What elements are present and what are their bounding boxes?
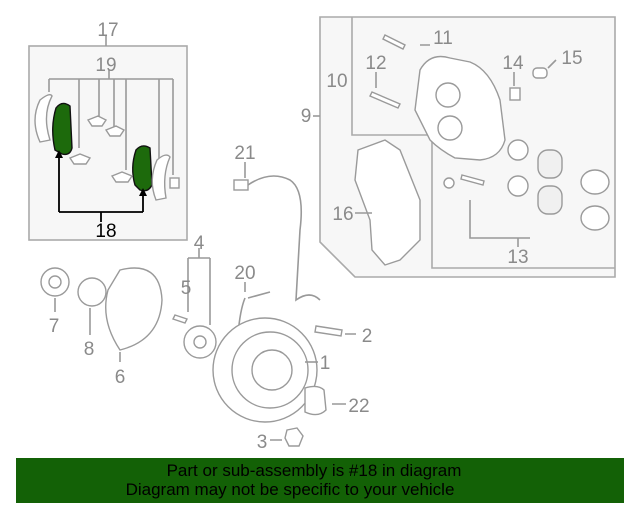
callout-8[interactable]: 8 <box>84 339 95 360</box>
clip-right <box>169 177 180 189</box>
nut-3 <box>284 427 304 447</box>
seal <box>507 139 529 161</box>
callout-4[interactable]: 4 <box>194 233 205 254</box>
snap-ring <box>77 277 107 307</box>
callout-1[interactable]: 1 <box>320 353 331 374</box>
bolt-5 <box>172 314 188 324</box>
callout-5[interactable]: 5 <box>181 278 192 299</box>
leader-18 <box>58 155 144 222</box>
bolt-12 <box>369 91 401 109</box>
caliper-body <box>414 55 506 161</box>
bleeder-14 <box>509 87 521 101</box>
callout-3[interactable]: 3 <box>257 432 268 453</box>
leader-19 <box>48 70 174 175</box>
banner-line-1: Part or sub-assembly is #18 in diagram <box>166 461 462 480</box>
banner-line-2: Diagram may not be specific to your vehi… <box>125 480 455 499</box>
callout-21[interactable]: 21 <box>234 143 255 164</box>
shim-left <box>34 93 53 143</box>
callout-11[interactable]: 11 <box>433 28 453 49</box>
brake-pad-inner[interactable] <box>52 102 73 156</box>
callout-9[interactable]: 9 <box>301 106 312 127</box>
bolt-2 <box>314 325 343 337</box>
callout-17[interactable]: 17 <box>97 20 118 41</box>
callout-2[interactable]: 2 <box>362 326 373 347</box>
pad-clips <box>68 115 134 183</box>
callout-6[interactable]: 6 <box>115 367 126 388</box>
callout-18[interactable]: 18 <box>95 221 116 242</box>
callout-22[interactable]: 22 <box>348 396 369 417</box>
info-banner: Part or sub-assembly is #18 in diagram D… <box>16 458 624 503</box>
caliper-bracket <box>354 139 421 266</box>
callout-16[interactable]: 16 <box>332 204 353 225</box>
dust-shield <box>105 267 163 351</box>
bolt-11 <box>382 34 406 50</box>
callout-19[interactable]: 19 <box>95 55 116 76</box>
callout-15[interactable]: 15 <box>561 48 582 69</box>
callout-10[interactable]: 10 <box>326 71 347 92</box>
sensor-connector <box>233 179 249 191</box>
callout-13[interactable]: 13 <box>507 247 528 268</box>
abs-sensor-wire <box>244 162 321 302</box>
callout-20[interactable]: 20 <box>234 263 255 284</box>
brake-pad-outer[interactable] <box>132 145 153 192</box>
shim-right <box>151 154 171 201</box>
hub-nut-22 <box>304 385 327 416</box>
callout-14[interactable]: 14 <box>502 53 524 74</box>
callout-7[interactable]: 7 <box>49 316 60 337</box>
callout-12[interactable]: 12 <box>365 53 386 74</box>
piston <box>537 149 563 179</box>
cap-15 <box>532 67 548 79</box>
brake-parts-diagram: 17 19 18 10 9 11 12 14 15 16 13 21 4 20 … <box>28 16 616 453</box>
